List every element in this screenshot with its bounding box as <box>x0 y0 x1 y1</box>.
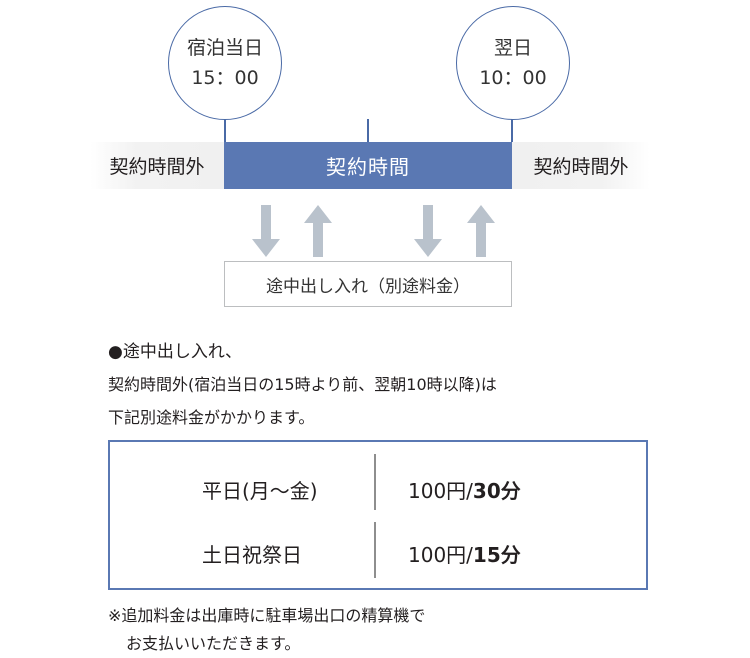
arrow-up-icon <box>304 205 332 257</box>
contract-band: 契約時間 <box>224 142 512 189</box>
footnote-line-1: ※追加料金は出庫時に駐車場出口の精算機で <box>108 606 426 625</box>
fee-row-day: 土日祝祭日 <box>202 543 302 567</box>
fee-table-divider <box>374 522 376 578</box>
checkin-label: 宿泊当日 <box>186 37 263 59</box>
footnote-line-2: お支払いいただきます。 <box>126 634 301 653</box>
checkout-connector <box>511 119 513 142</box>
arrow-down-icon <box>414 205 442 257</box>
outside-left-label: 契約時間外 <box>109 156 205 178</box>
checkin-circle: 宿泊当日 15：00 <box>168 6 282 120</box>
arrow-up-icon <box>467 205 495 257</box>
fee-table-divider <box>374 454 376 510</box>
outside-right-label: 契約時間外 <box>533 156 629 178</box>
fee-price: 100円/ <box>408 479 473 503</box>
checkin-time: 15：00 <box>191 67 259 89</box>
checkout-time: 10：00 <box>479 67 547 89</box>
fee-duration: 30分 <box>472 479 521 503</box>
inout-note-box: 途中出し入れ（別途料金） <box>224 261 512 307</box>
description-line-1: ●途中出し入れ、 <box>108 342 243 362</box>
checkout-circle: 翌日 10：00 <box>456 6 570 120</box>
checkin-connector <box>224 119 226 142</box>
fee-table: 平日(月〜金) 100円/30分 土日祝祭日 100円/15分 <box>108 440 648 590</box>
checkout-label: 翌日 <box>493 37 532 59</box>
fee-row-price: 100円/30分 <box>408 475 521 504</box>
description-line-2: 契約時間外(宿泊当日の15時より前、翌朝10時以降)は <box>108 375 497 394</box>
arrow-down-icon <box>252 205 280 257</box>
fee-duration: 15分 <box>472 543 521 567</box>
description-line-3: 下記別途料金がかかります。 <box>108 408 315 427</box>
fee-price: 100円/ <box>408 543 473 567</box>
center-tick <box>367 119 369 142</box>
inout-note-label: 途中出し入れ（別途料金） <box>266 276 470 297</box>
fee-row-day: 平日(月〜金) <box>202 479 318 503</box>
contract-label: 契約時間 <box>326 155 410 179</box>
outside-right-band: 契約時間外 <box>512 142 650 189</box>
outside-left-band: 契約時間外 <box>90 142 224 189</box>
fee-row-price: 100円/15分 <box>408 539 521 568</box>
